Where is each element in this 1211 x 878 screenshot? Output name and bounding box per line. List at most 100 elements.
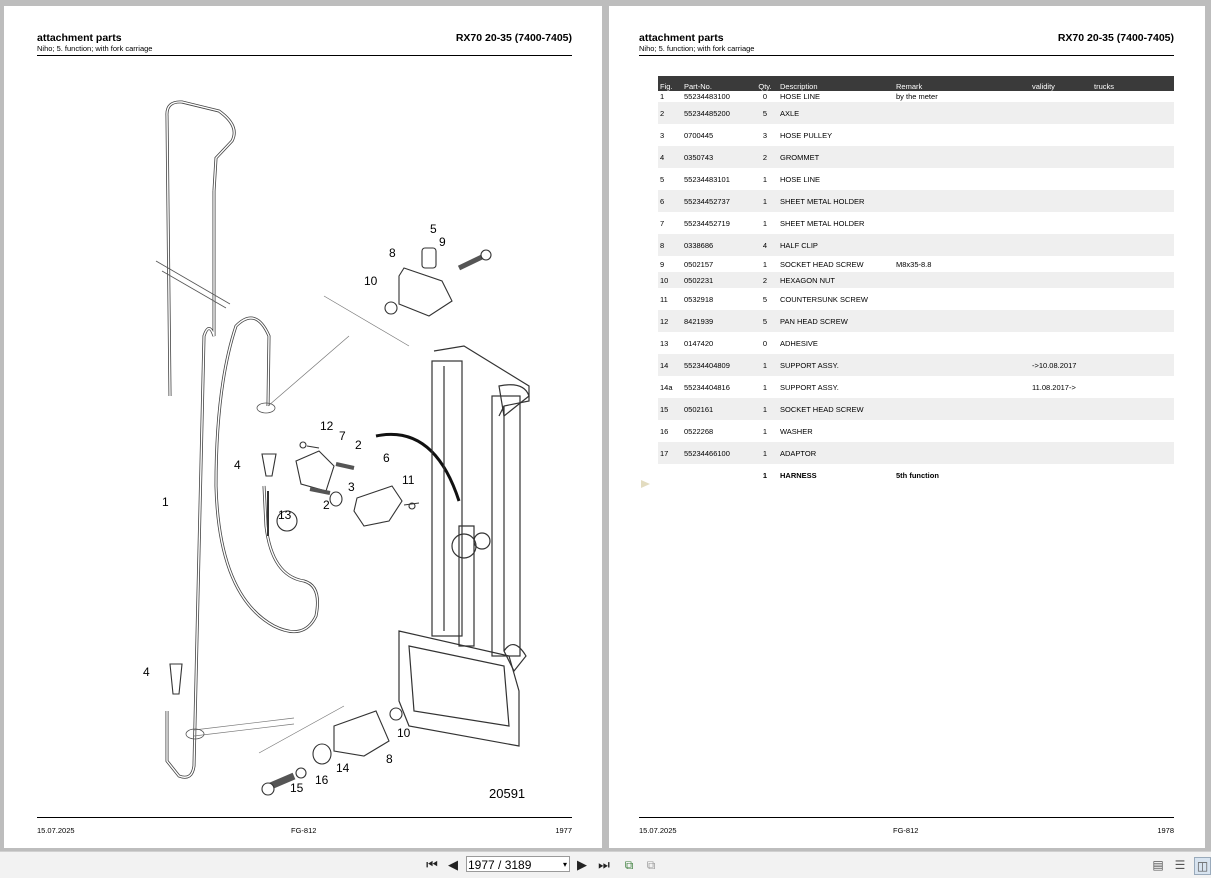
two-page-icon[interactable]: ◫ — [1194, 857, 1211, 875]
cell-trucks — [1092, 91, 1174, 102]
cell-trucks — [1092, 310, 1174, 332]
cell-trucks — [1092, 376, 1174, 398]
cell-part-no: 0700445 — [682, 124, 752, 146]
cell-remark — [894, 354, 1030, 376]
cell-description: SOCKET HEAD SCREW — [778, 398, 894, 420]
cell-description: HEXAGON NUT — [778, 272, 894, 288]
cell-trucks — [1092, 146, 1174, 168]
cell-qty: 2 — [752, 146, 778, 168]
continuous-page-icon[interactable]: ☰ — [1174, 858, 1186, 872]
page-number-input[interactable]: 1977 / 3189 ▾ — [466, 856, 570, 872]
page-title: attachment parts — [37, 32, 122, 44]
callout-4a: 4 — [234, 458, 241, 472]
footer-date: 15.07.2025 — [37, 826, 75, 835]
cell-remark — [894, 168, 1030, 190]
cell-validity — [1030, 102, 1092, 124]
footer-page-number: 1977 — [555, 826, 572, 835]
cell-validity: ->10.08.2017 — [1030, 354, 1092, 376]
cell-description: ADHESIVE — [778, 332, 894, 354]
cell-part-no: 55234483101 — [682, 168, 752, 190]
cell-trucks — [1092, 442, 1174, 464]
cell-remark — [894, 442, 1030, 464]
cell-remark — [894, 288, 1030, 310]
cell-description: SUPPORT ASSY. — [778, 354, 894, 376]
callout-7: 7 — [339, 429, 346, 443]
cell-fig: 12 — [658, 310, 682, 332]
cell-qty: 1 — [752, 442, 778, 464]
cell-fig: 10 — [658, 272, 682, 288]
cell-validity — [1030, 420, 1092, 442]
last-page-icon[interactable]: ⏭ — [598, 857, 610, 872]
callout-10b: 10 — [397, 726, 411, 740]
cell-description: AXLE — [778, 102, 894, 124]
cell-qty: 3 — [752, 124, 778, 146]
go-back-icon[interactable]: ⧉ — [624, 858, 634, 872]
cell-description: SOCKET HEAD SCREW — [778, 256, 894, 272]
chevron-down-icon[interactable]: ▾ — [562, 860, 567, 869]
callout-16: 16 — [315, 773, 329, 787]
callout-15: 15 — [290, 781, 304, 795]
cell-part-no: 55234483100 — [682, 91, 752, 102]
cell-qty: 1 — [752, 212, 778, 234]
cell-validity — [1030, 442, 1092, 464]
small-parts — [169, 247, 492, 796]
cell-validity — [1030, 190, 1092, 212]
cell-trucks — [1092, 398, 1174, 420]
cell-validity — [1030, 272, 1092, 288]
page-indicator: 1977 / 3189 — [468, 858, 532, 872]
cell-qty: 0 — [752, 91, 778, 102]
cell-description: SUPPORT ASSY. — [778, 376, 894, 398]
diagram-svg — [155, 100, 530, 796]
cell-trucks — [1092, 212, 1174, 234]
cell-remark — [894, 124, 1030, 146]
cell-description: HOSE LINE — [778, 91, 894, 102]
next-page-icon[interactable]: ▶ — [577, 857, 587, 872]
header-rule — [639, 55, 1174, 56]
cell-description: HOSE PULLEY — [778, 124, 894, 146]
cell-description: COUNTERSUNK SCREW — [778, 288, 894, 310]
first-page-icon[interactable]: ⏮ — [426, 857, 438, 872]
callout-5: 5 — [430, 222, 437, 236]
cell-part-no: 8421939 — [682, 310, 752, 332]
cell-remark — [894, 102, 1030, 124]
cell-fig: 5 — [658, 168, 682, 190]
footer-rule — [639, 817, 1174, 818]
col-header-fig: Fig. — [658, 76, 682, 91]
cell-fig: 7 — [658, 212, 682, 234]
footer-date: 15.07.2025 — [639, 826, 677, 835]
cell-validity — [1030, 168, 1092, 190]
cell-trucks — [1092, 332, 1174, 354]
cell-validity — [1030, 91, 1092, 102]
single-page-icon[interactable]: ▤ — [1152, 858, 1164, 872]
cell-trucks — [1092, 234, 1174, 256]
cell-part-no: 0522268 — [682, 420, 752, 442]
cell-description: SHEET METAL HOLDER — [778, 190, 894, 212]
cell-description: HARNESS — [778, 464, 894, 486]
cell-trucks — [1092, 354, 1174, 376]
callout-12: 12 — [320, 419, 334, 433]
footer-code: FG-812 — [893, 826, 919, 835]
cell-trucks — [1092, 464, 1174, 486]
cell-fig: 11 — [658, 288, 682, 310]
cell-validity — [1030, 332, 1092, 354]
cell-validity — [1030, 256, 1092, 272]
go-forward-icon[interactable]: ⧉ — [646, 858, 656, 872]
prev-page-icon[interactable]: ◀ — [448, 857, 458, 872]
cell-fig: 4 — [658, 146, 682, 168]
cell-remark — [894, 332, 1030, 354]
cell-fig: 6 — [658, 190, 682, 212]
cell-part-no: 0502157 — [682, 256, 752, 272]
cell-description: ADAPTOR — [778, 442, 894, 464]
cell-description: HOSE LINE — [778, 168, 894, 190]
